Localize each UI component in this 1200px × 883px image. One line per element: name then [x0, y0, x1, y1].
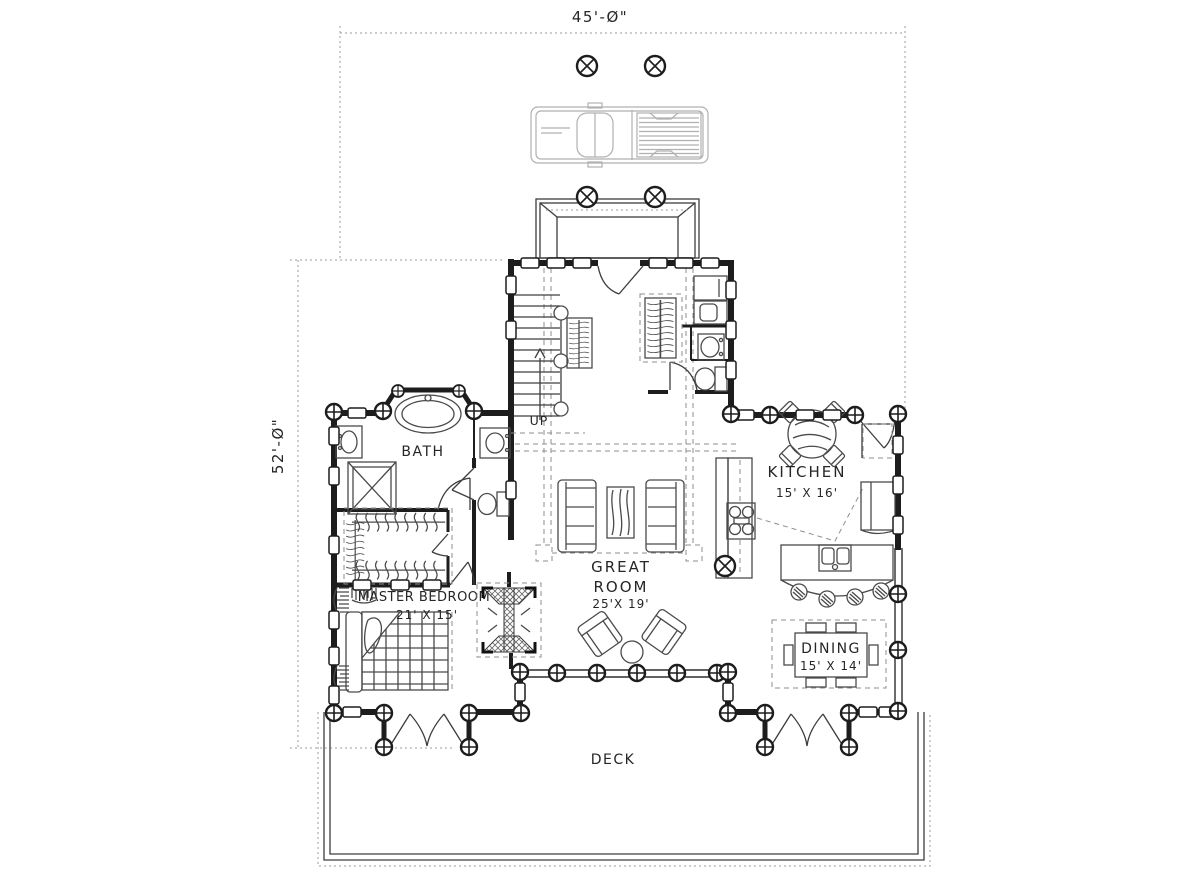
- closet-rod-icon: [568, 319, 590, 369]
- master-bedroom: MASTER BEDROOM 21' X 15': [333, 587, 491, 693]
- sink-icon: [340, 430, 358, 454]
- sofa-icon: [557, 479, 597, 553]
- column-icon: [575, 185, 599, 209]
- dimension-annotations: 45'-Ø" 52'-Ø": [269, 8, 906, 750]
- sink-icon: [700, 336, 720, 358]
- bar-stool-icon: [846, 588, 864, 606]
- half-bath: [694, 333, 728, 392]
- overall-height-dimension: 52'-Ø": [269, 418, 287, 474]
- chair-icon: [805, 677, 827, 688]
- closet-rod-icon: [351, 560, 446, 581]
- master-bedroom-label: MASTER BEDROOM: [358, 590, 491, 605]
- refrigerator-icon: [860, 481, 896, 531]
- deck: DECK: [317, 712, 931, 867]
- pickup-truck: [530, 102, 709, 168]
- bar-stool-icon: [790, 583, 808, 601]
- side-table-icon: [620, 640, 644, 664]
- chair-icon: [835, 677, 857, 688]
- deck-label: DECK: [591, 752, 636, 768]
- column-icon: [575, 54, 599, 78]
- doors: [389, 265, 896, 747]
- chair-icon: [868, 644, 879, 666]
- range-icon: [726, 502, 756, 540]
- dining-size: 15' X 14': [800, 659, 862, 673]
- closet-rod-icon: [646, 299, 675, 359]
- armchair-icon: [641, 608, 687, 656]
- tub-faucet: [424, 394, 432, 402]
- overall-width-dimension: 45'-Ø": [572, 8, 628, 26]
- laundry: [693, 275, 728, 325]
- master-bath: BATH: [335, 394, 511, 517]
- closet-rod-icon: [351, 512, 446, 533]
- column-icon: [643, 185, 667, 209]
- great-room: GREAT ROOM 25'X 19': [557, 479, 687, 664]
- chair-icon: [835, 622, 857, 633]
- vanity-right: [479, 427, 511, 459]
- ceiling-lines: [515, 268, 740, 562]
- kitchen-label: KITCHEN: [768, 463, 847, 481]
- toilet-icon: [477, 492, 497, 516]
- pantry-closet: [639, 293, 683, 363]
- master-bedroom-size: 21' X 15': [396, 608, 458, 622]
- washer: [693, 275, 728, 301]
- bar-stool-icon: [818, 590, 836, 608]
- column-icon: [643, 54, 667, 78]
- sink-icon: [485, 432, 505, 454]
- sofa-icon: [645, 479, 685, 553]
- bed-headboard: [345, 611, 363, 693]
- chair-icon: [805, 622, 827, 633]
- bath-label: BATH: [401, 444, 444, 460]
- faucet: [831, 563, 839, 571]
- sink-cabinet: [697, 333, 725, 361]
- walls: [331, 259, 902, 747]
- bar-stool-icon: [872, 582, 890, 600]
- dining-table-icon: [794, 632, 868, 678]
- armchair-icon: [577, 610, 623, 658]
- great-room-label-line1: GREAT: [591, 558, 651, 576]
- toilet-icon: [694, 367, 716, 391]
- great-room-label-line2: ROOM: [594, 578, 649, 596]
- shower-icon: [347, 461, 397, 515]
- coffee-table-icon: [606, 486, 635, 539]
- toilet-tank: [714, 366, 728, 392]
- column-icon: [713, 554, 737, 578]
- chair-icon: [783, 644, 794, 666]
- fireplace: [476, 582, 542, 658]
- dining-room: DINING 15' X 14': [771, 619, 887, 689]
- dryer: [693, 300, 728, 325]
- hall-closet: [566, 317, 593, 369]
- entry-porch: [535, 54, 700, 259]
- windows: [524, 548, 903, 706]
- kitchen: KITCHEN 15' X 16': [715, 400, 896, 608]
- great-room-size: 25'X 19': [592, 597, 649, 611]
- stair-direction-label: UP: [530, 413, 549, 428]
- walk-in-closet: [343, 507, 453, 585]
- kitchen-sink-icon: [818, 544, 852, 572]
- kitchen-size: 15' X 16': [776, 486, 838, 500]
- dining-label: DINING: [801, 641, 861, 657]
- stairs[interactable]: UP: [511, 294, 585, 434]
